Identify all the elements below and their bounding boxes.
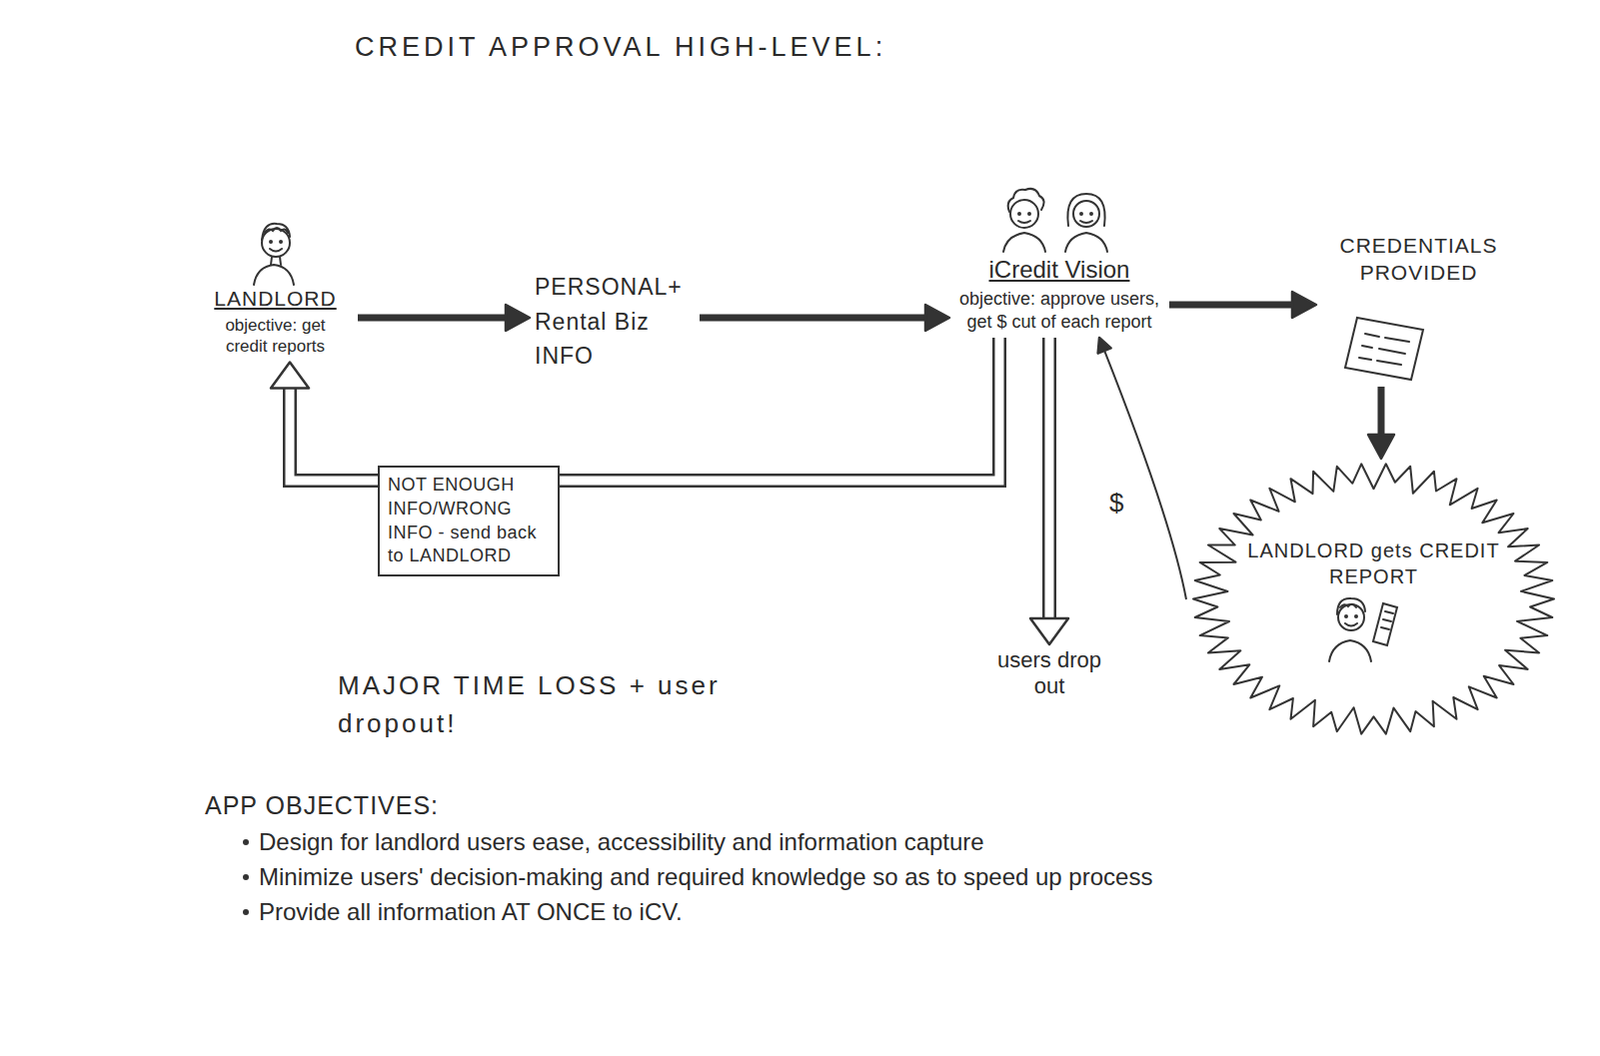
flow-arrow: [270, 337, 1000, 481]
document-icon: [1345, 317, 1424, 380]
bullet-dot: [242, 839, 249, 846]
dropout-node: users drop out: [984, 647, 1115, 701]
arrow-head: [270, 362, 309, 389]
info-node: PERSONAL+ Rental Biz INFO: [534, 269, 695, 374]
objective-text: Design for landlord users ease, accessib…: [258, 826, 985, 858]
arrow-shaft: [699, 314, 928, 322]
arrow-shaft: [1103, 348, 1187, 600]
landlord-figure: [253, 223, 294, 285]
diagram-title: CREDIT APPROVAL HIGH-LEVEL:: [354, 31, 887, 63]
node-heading: iCredit Vision: [954, 255, 1165, 284]
outcome-starburst: LANDLORD gets CREDIT REPORT: [1191, 461, 1557, 737]
objectives-heading: APP OBJECTIVES:: [204, 791, 1525, 821]
arrow-head: [1368, 434, 1395, 459]
bullet-dot: [242, 909, 249, 916]
callout-note: MAJOR TIME LOSS + user dropout!: [337, 667, 738, 743]
arrow-shaft-outline: [289, 337, 1000, 481]
bullet-row: Design for landlord users ease, accessib…: [242, 826, 1525, 858]
starburst-outline: [1191, 461, 1557, 737]
company-node: iCredit Vision objective: approve users, …: [954, 189, 1165, 333]
arrow-head: [505, 304, 530, 331]
node-heading: LANDLORD gets CREDIT REPORT: [1241, 537, 1507, 590]
icv-team-figures: [1003, 188, 1108, 252]
arrow-head: [925, 304, 950, 331]
objective-text: Provide all information AT ONCE to iCV.: [258, 896, 683, 928]
flow-arrow: [1368, 386, 1395, 459]
credentials-node: CREDENTIALS PROVIDED: [1321, 231, 1517, 382]
node-body: objective: get credit reports: [212, 314, 338, 358]
flow-arrow: [357, 304, 530, 331]
arrow-shaft-inner: [1045, 337, 1055, 621]
objectives-block: APP OBJECTIVES: Design for landlord users…: [204, 791, 1525, 933]
starburst-line: [1193, 463, 1555, 734]
arrow-shaft: [1378, 386, 1386, 437]
bullet-row: Minimize users' decision-making and requ…: [242, 861, 1525, 893]
arrow-head: [1292, 291, 1317, 318]
bullet-dot: [242, 874, 249, 881]
arrow-head: [1098, 337, 1112, 354]
flow-arrow: [699, 304, 950, 331]
flow-arrow: [1098, 337, 1187, 600]
node-heading: users drop out: [984, 647, 1115, 701]
arrow-head: [1030, 618, 1069, 645]
node-heading: CREDENTIALS PROVIDED: [1321, 231, 1517, 287]
edge-label: NOT ENOUGH INFO/WRONG INFO - send back t…: [377, 465, 560, 577]
arrow-shaft-inner: [289, 337, 1000, 481]
arrow-shaft: [357, 314, 508, 322]
flow-arrow: [1169, 291, 1317, 318]
landlord-with-report-figure: [1329, 598, 1398, 662]
arrow-shaft-outline: [1042, 337, 1057, 621]
bullet-row: Provide all information AT ONCE to iCV.: [242, 896, 1525, 928]
edge-label: $: [1107, 487, 1126, 519]
flow-arrow: [1030, 337, 1069, 645]
node-body: objective: approve users, get $ cut of e…: [954, 287, 1165, 333]
node-heading: PERSONAL+ Rental Biz INFO: [534, 269, 695, 374]
actor-node: LANDLORD objective: get credit reports: [197, 214, 353, 358]
node-heading: LANDLORD: [197, 286, 353, 311]
objective-text: Minimize users' decision-making and requ…: [258, 861, 1153, 893]
arrow-shaft: [1169, 301, 1295, 309]
